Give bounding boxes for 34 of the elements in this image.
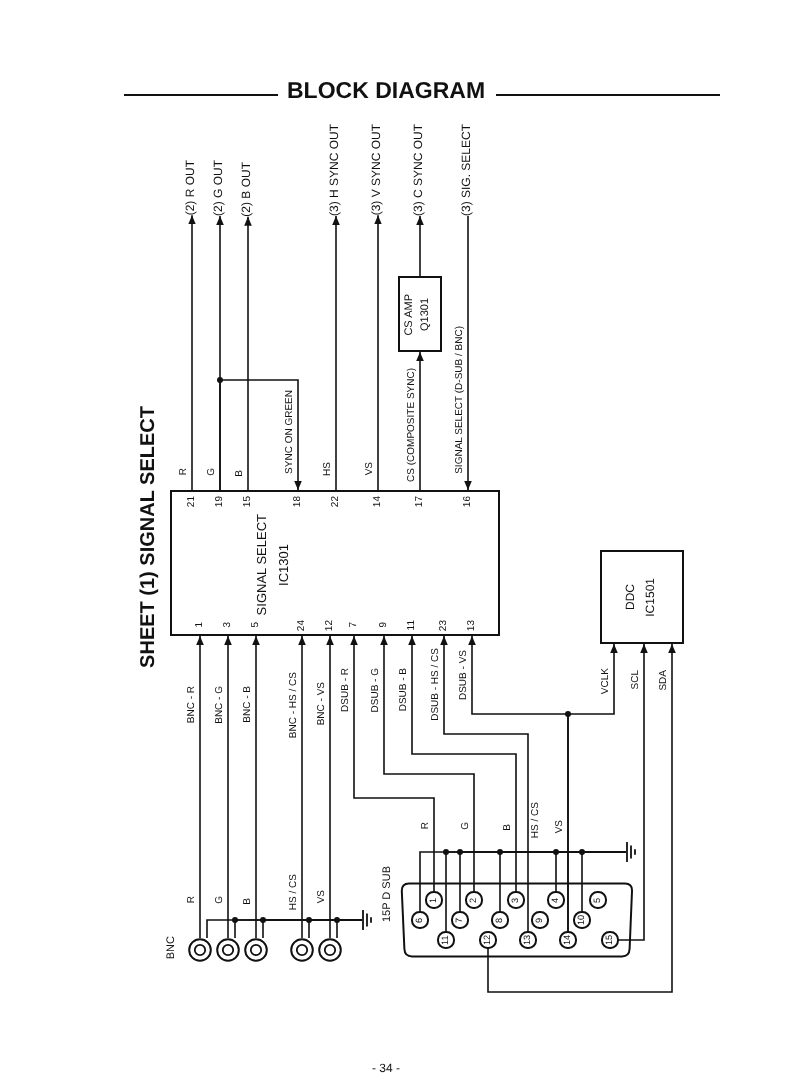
bnc-jack	[290, 938, 314, 962]
signal-arrow	[440, 635, 529, 933]
signal-arrow	[416, 215, 424, 277]
signal-arrow	[188, 214, 196, 491]
signal-arrow	[350, 635, 435, 893]
bnc-jack	[188, 938, 212, 962]
amplifier-block	[398, 276, 442, 352]
signal-arrow	[332, 215, 340, 491]
signal-arrow	[567, 643, 618, 933]
signal-arrow	[416, 351, 424, 491]
ground-symbol-icon	[362, 910, 372, 930]
signal-line	[336, 919, 363, 939]
signal-arrow	[244, 215, 252, 491]
bnc-jack	[216, 938, 240, 962]
bnc-jack	[318, 938, 342, 962]
page-title: BLOCK DIAGRAM	[287, 82, 486, 105]
signal-arrow	[380, 635, 475, 893]
signal-arrow	[487, 643, 676, 993]
signal-arrow	[219, 379, 302, 491]
signal-arrow	[408, 635, 517, 893]
signal-line	[581, 851, 627, 913]
signal-arrow	[196, 635, 204, 939]
signal-arrow	[326, 635, 334, 939]
signal-arrow	[464, 215, 472, 491]
signal-arrow	[298, 635, 306, 939]
ground-symbol-icon	[626, 842, 636, 862]
signal-arrow	[224, 635, 232, 939]
ic-block	[170, 490, 500, 636]
ic-block	[600, 550, 684, 644]
bnc-jack	[244, 938, 268, 962]
signal-arrow	[617, 643, 648, 941]
signal-arrow	[374, 214, 382, 491]
signal-arrow	[252, 635, 260, 939]
d-sub-connector	[380, 864, 634, 958]
